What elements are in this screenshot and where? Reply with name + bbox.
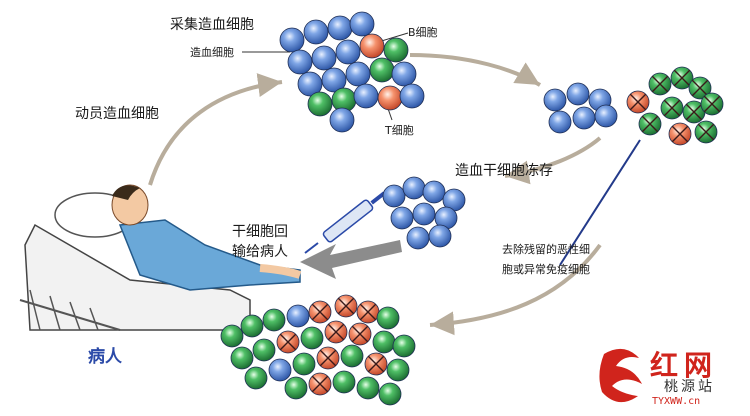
arrow-purge-to-freeze bbox=[504, 136, 602, 185]
immune-cell bbox=[392, 334, 416, 358]
stem-cell bbox=[279, 27, 305, 53]
destroyed-cell-mark bbox=[337, 297, 355, 315]
logo-mark-icon bbox=[599, 348, 642, 403]
destroyed-cell-mark bbox=[367, 355, 385, 373]
watermark-logo: 红网 桃源站 TYXWW.cn bbox=[594, 342, 746, 412]
destroyed-cell-mark bbox=[641, 115, 659, 133]
stem-cell bbox=[406, 226, 430, 250]
watermark-subtitle: 桃源站 bbox=[664, 379, 715, 395]
immune-cell bbox=[332, 370, 356, 394]
stem-cell bbox=[321, 67, 347, 93]
stem-cell bbox=[399, 83, 425, 109]
stem-cell bbox=[311, 45, 337, 71]
stem-cell bbox=[390, 206, 414, 230]
destroyed-cell-mark bbox=[311, 375, 329, 393]
destroyed-cell-mark bbox=[663, 99, 681, 117]
stem-cell bbox=[327, 15, 353, 41]
stem-cell bbox=[303, 19, 329, 45]
purge-pointer-line bbox=[559, 139, 641, 266]
stem-cell bbox=[548, 110, 572, 134]
immune-cell bbox=[262, 308, 286, 332]
destroyed-cell-mark bbox=[703, 95, 721, 113]
immune-cell bbox=[376, 306, 400, 330]
reinfuse-arrow bbox=[300, 240, 402, 279]
stem-cell bbox=[412, 202, 436, 226]
stem-cell bbox=[428, 224, 452, 248]
bcell-label: B细胞 bbox=[408, 26, 438, 39]
immune-cell bbox=[240, 314, 264, 338]
stem-cell bbox=[382, 184, 406, 208]
tcell-label: T细胞 bbox=[385, 124, 414, 137]
arrow-purge-to-result bbox=[429, 243, 602, 336]
destroyed-cell-mark bbox=[359, 303, 377, 321]
stem-cell bbox=[543, 88, 567, 112]
mobilize-label: 动员造血细胞 bbox=[75, 106, 159, 122]
immune-cell bbox=[292, 352, 316, 376]
immune-cell bbox=[372, 330, 396, 354]
malignant-cell bbox=[377, 85, 403, 111]
patient-label: 病人 bbox=[88, 347, 122, 367]
watermark-name: 红网 bbox=[650, 349, 719, 382]
purge-label: 去除残留的恶性细 胞或异常免疫细胞 bbox=[502, 240, 590, 280]
stem-cell bbox=[329, 107, 355, 133]
immune-cell bbox=[300, 326, 324, 350]
destroyed-cell-mark bbox=[673, 69, 691, 87]
malignant-cell bbox=[359, 33, 385, 59]
stem-cell bbox=[572, 106, 596, 130]
destroyed-cell-mark bbox=[671, 125, 689, 143]
immune-cell bbox=[307, 91, 333, 117]
hsc-label: 造血细胞 bbox=[190, 46, 234, 59]
destroyed-cell-mark bbox=[351, 325, 369, 343]
reinfuse-label-line2: 输给病人 bbox=[232, 244, 288, 260]
destroyed-cell-mark bbox=[685, 103, 703, 121]
immune-cell bbox=[230, 346, 254, 370]
stem-cell bbox=[391, 61, 417, 87]
freeze-label: 造血干细胞冻存 bbox=[455, 163, 553, 179]
stem-cell bbox=[286, 304, 310, 328]
stem-cell bbox=[335, 39, 361, 65]
stem-cell bbox=[353, 83, 379, 109]
immune-cell bbox=[252, 338, 276, 362]
immune-cell bbox=[386, 358, 410, 382]
destroyed-cell-mark bbox=[691, 79, 709, 97]
stem-cell bbox=[402, 176, 426, 200]
immune-cell bbox=[378, 382, 402, 406]
destroyed-cell-mark bbox=[697, 123, 715, 141]
destroyed-cell-mark bbox=[327, 323, 345, 341]
destroyed-cell-mark bbox=[651, 75, 669, 93]
stem-cell bbox=[422, 180, 446, 204]
destroyed-cell-mark bbox=[311, 303, 329, 321]
purge-label-line2: 胞或异常免疫细胞 bbox=[502, 263, 590, 276]
collect-label: 采集造血细胞 bbox=[170, 17, 254, 33]
stem-cell bbox=[594, 104, 618, 128]
reinfuse-label: 干细胞回 输给病人 bbox=[232, 222, 288, 262]
immune-cell bbox=[284, 376, 308, 400]
immune-cell bbox=[383, 37, 409, 63]
immune-cell bbox=[340, 344, 364, 368]
cell-clusters bbox=[220, 11, 724, 406]
watermark-url: TYXWW.cn bbox=[652, 396, 701, 407]
stem-cell bbox=[566, 82, 590, 106]
destroyed-cell-mark bbox=[629, 93, 647, 111]
stem-cell bbox=[268, 358, 292, 382]
stem-cell bbox=[297, 71, 323, 97]
stem-cell bbox=[349, 11, 375, 37]
patient-illustration bbox=[19, 184, 302, 331]
arrow-mobilize bbox=[148, 73, 283, 186]
destroyed-cell-mark bbox=[319, 349, 337, 367]
destroyed-cell-mark bbox=[279, 333, 297, 351]
purge-label-line1: 去除残留的恶性细 bbox=[502, 243, 590, 256]
immune-cell bbox=[220, 324, 244, 348]
syringe-icon bbox=[304, 191, 386, 254]
immune-cell bbox=[356, 376, 380, 400]
reinfuse-label-line1: 干细胞回 bbox=[232, 224, 288, 240]
arrow-collect-to-purge bbox=[409, 53, 542, 87]
stem-cell bbox=[287, 49, 313, 75]
immune-cell bbox=[369, 57, 395, 83]
stem-cell bbox=[345, 61, 371, 87]
immune-cell bbox=[244, 366, 268, 390]
